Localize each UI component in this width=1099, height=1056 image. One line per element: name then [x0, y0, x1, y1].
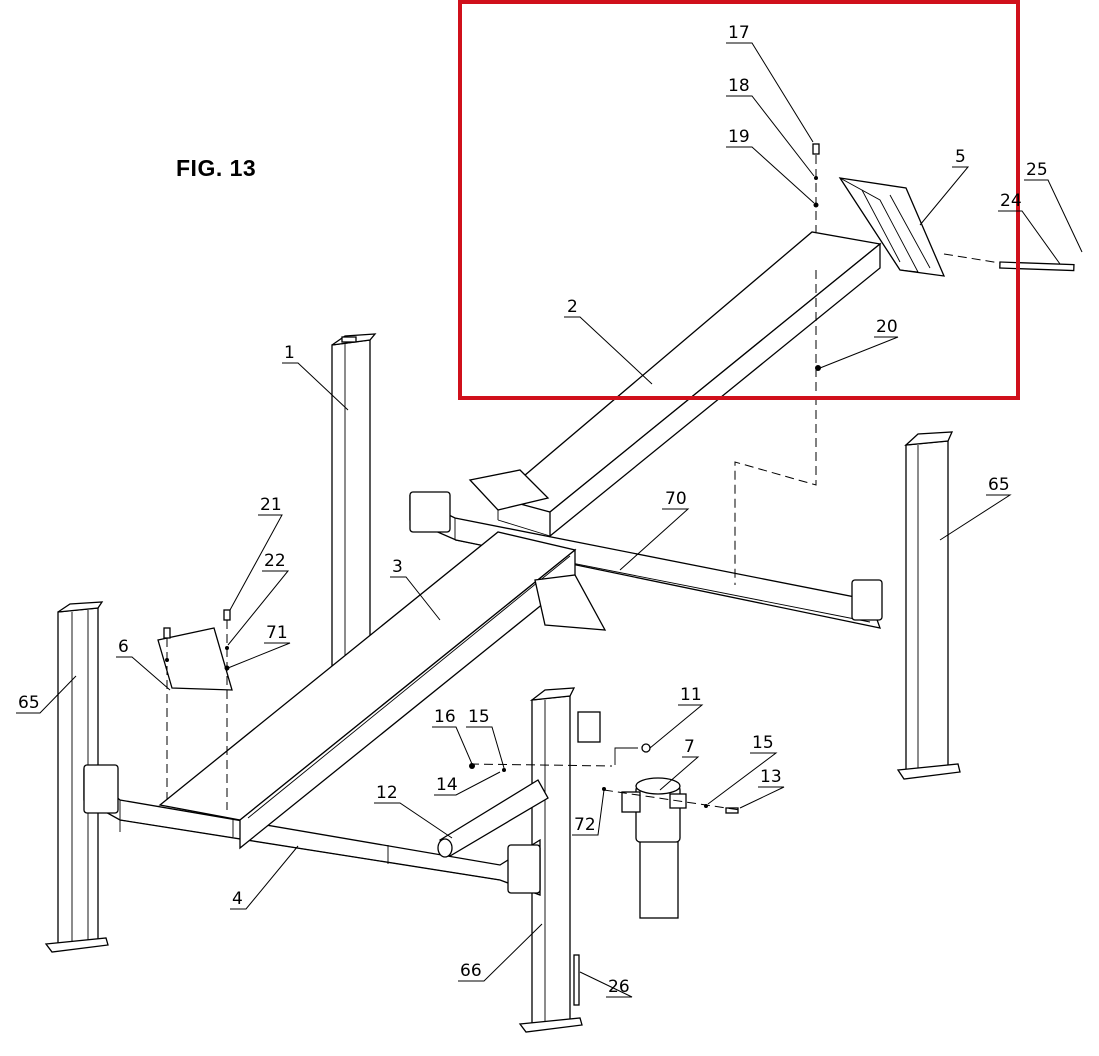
bolt-left — [163, 627, 171, 639]
bolt-17 — [812, 143, 820, 155]
callout-18: 18 — [728, 76, 750, 96]
callout-65-right: 65 — [988, 475, 1010, 495]
callout-5: 5 — [955, 147, 966, 167]
callout-26: 26 — [608, 977, 630, 997]
callout-65-left: 65 — [18, 693, 40, 713]
callout-22: 22 — [264, 551, 286, 571]
callout-6: 6 — [118, 637, 129, 657]
callout-21: 21 — [260, 495, 282, 515]
bolt-13 — [725, 807, 739, 814]
power-unit-7 — [621, 777, 687, 919]
callout-7: 7 — [684, 737, 695, 757]
post-65-right — [896, 431, 961, 780]
bolt-21 — [223, 609, 231, 621]
runway-2 — [468, 231, 882, 538]
assembly-lines — [166, 155, 1001, 811]
ramp-5 — [838, 177, 946, 277]
callout-66: 66 — [460, 961, 482, 981]
post-1 — [331, 333, 377, 671]
locking-bar-26 — [573, 954, 580, 1006]
callout-20: 20 — [876, 317, 898, 337]
callout-13: 13 — [760, 767, 782, 787]
callout-24: 24 — [1000, 191, 1022, 211]
callout-15-b: 15 — [752, 733, 774, 753]
callout-19: 19 — [728, 127, 750, 147]
callouts: 17 18 19 5 25 24 2 20 1 — [16, 23, 1083, 998]
callout-3: 3 — [392, 557, 403, 577]
callout-15-a: 15 — [468, 707, 490, 727]
figure-title: FIG. 13 — [176, 155, 257, 181]
callout-2: 2 — [567, 297, 578, 317]
hardware-dots — [165, 176, 821, 808]
callout-17: 17 — [728, 23, 750, 43]
callout-71: 71 — [266, 623, 288, 643]
post-66 — [518, 687, 583, 1033]
callout-72: 72 — [574, 815, 596, 835]
bracket-11 — [577, 711, 651, 765]
runway-3 — [158, 531, 607, 850]
pin-24 — [999, 261, 1075, 272]
callout-12: 12 — [376, 783, 398, 803]
callout-70: 70 — [665, 489, 687, 509]
cylinder-12 — [437, 779, 549, 858]
callout-14: 14 — [436, 775, 458, 795]
callout-16: 16 — [434, 707, 456, 727]
callout-1: 1 — [284, 343, 295, 363]
callout-25: 25 — [1026, 160, 1048, 180]
callout-11: 11 — [680, 685, 702, 705]
highlight-box — [458, 0, 1020, 400]
callout-4: 4 — [232, 889, 243, 909]
